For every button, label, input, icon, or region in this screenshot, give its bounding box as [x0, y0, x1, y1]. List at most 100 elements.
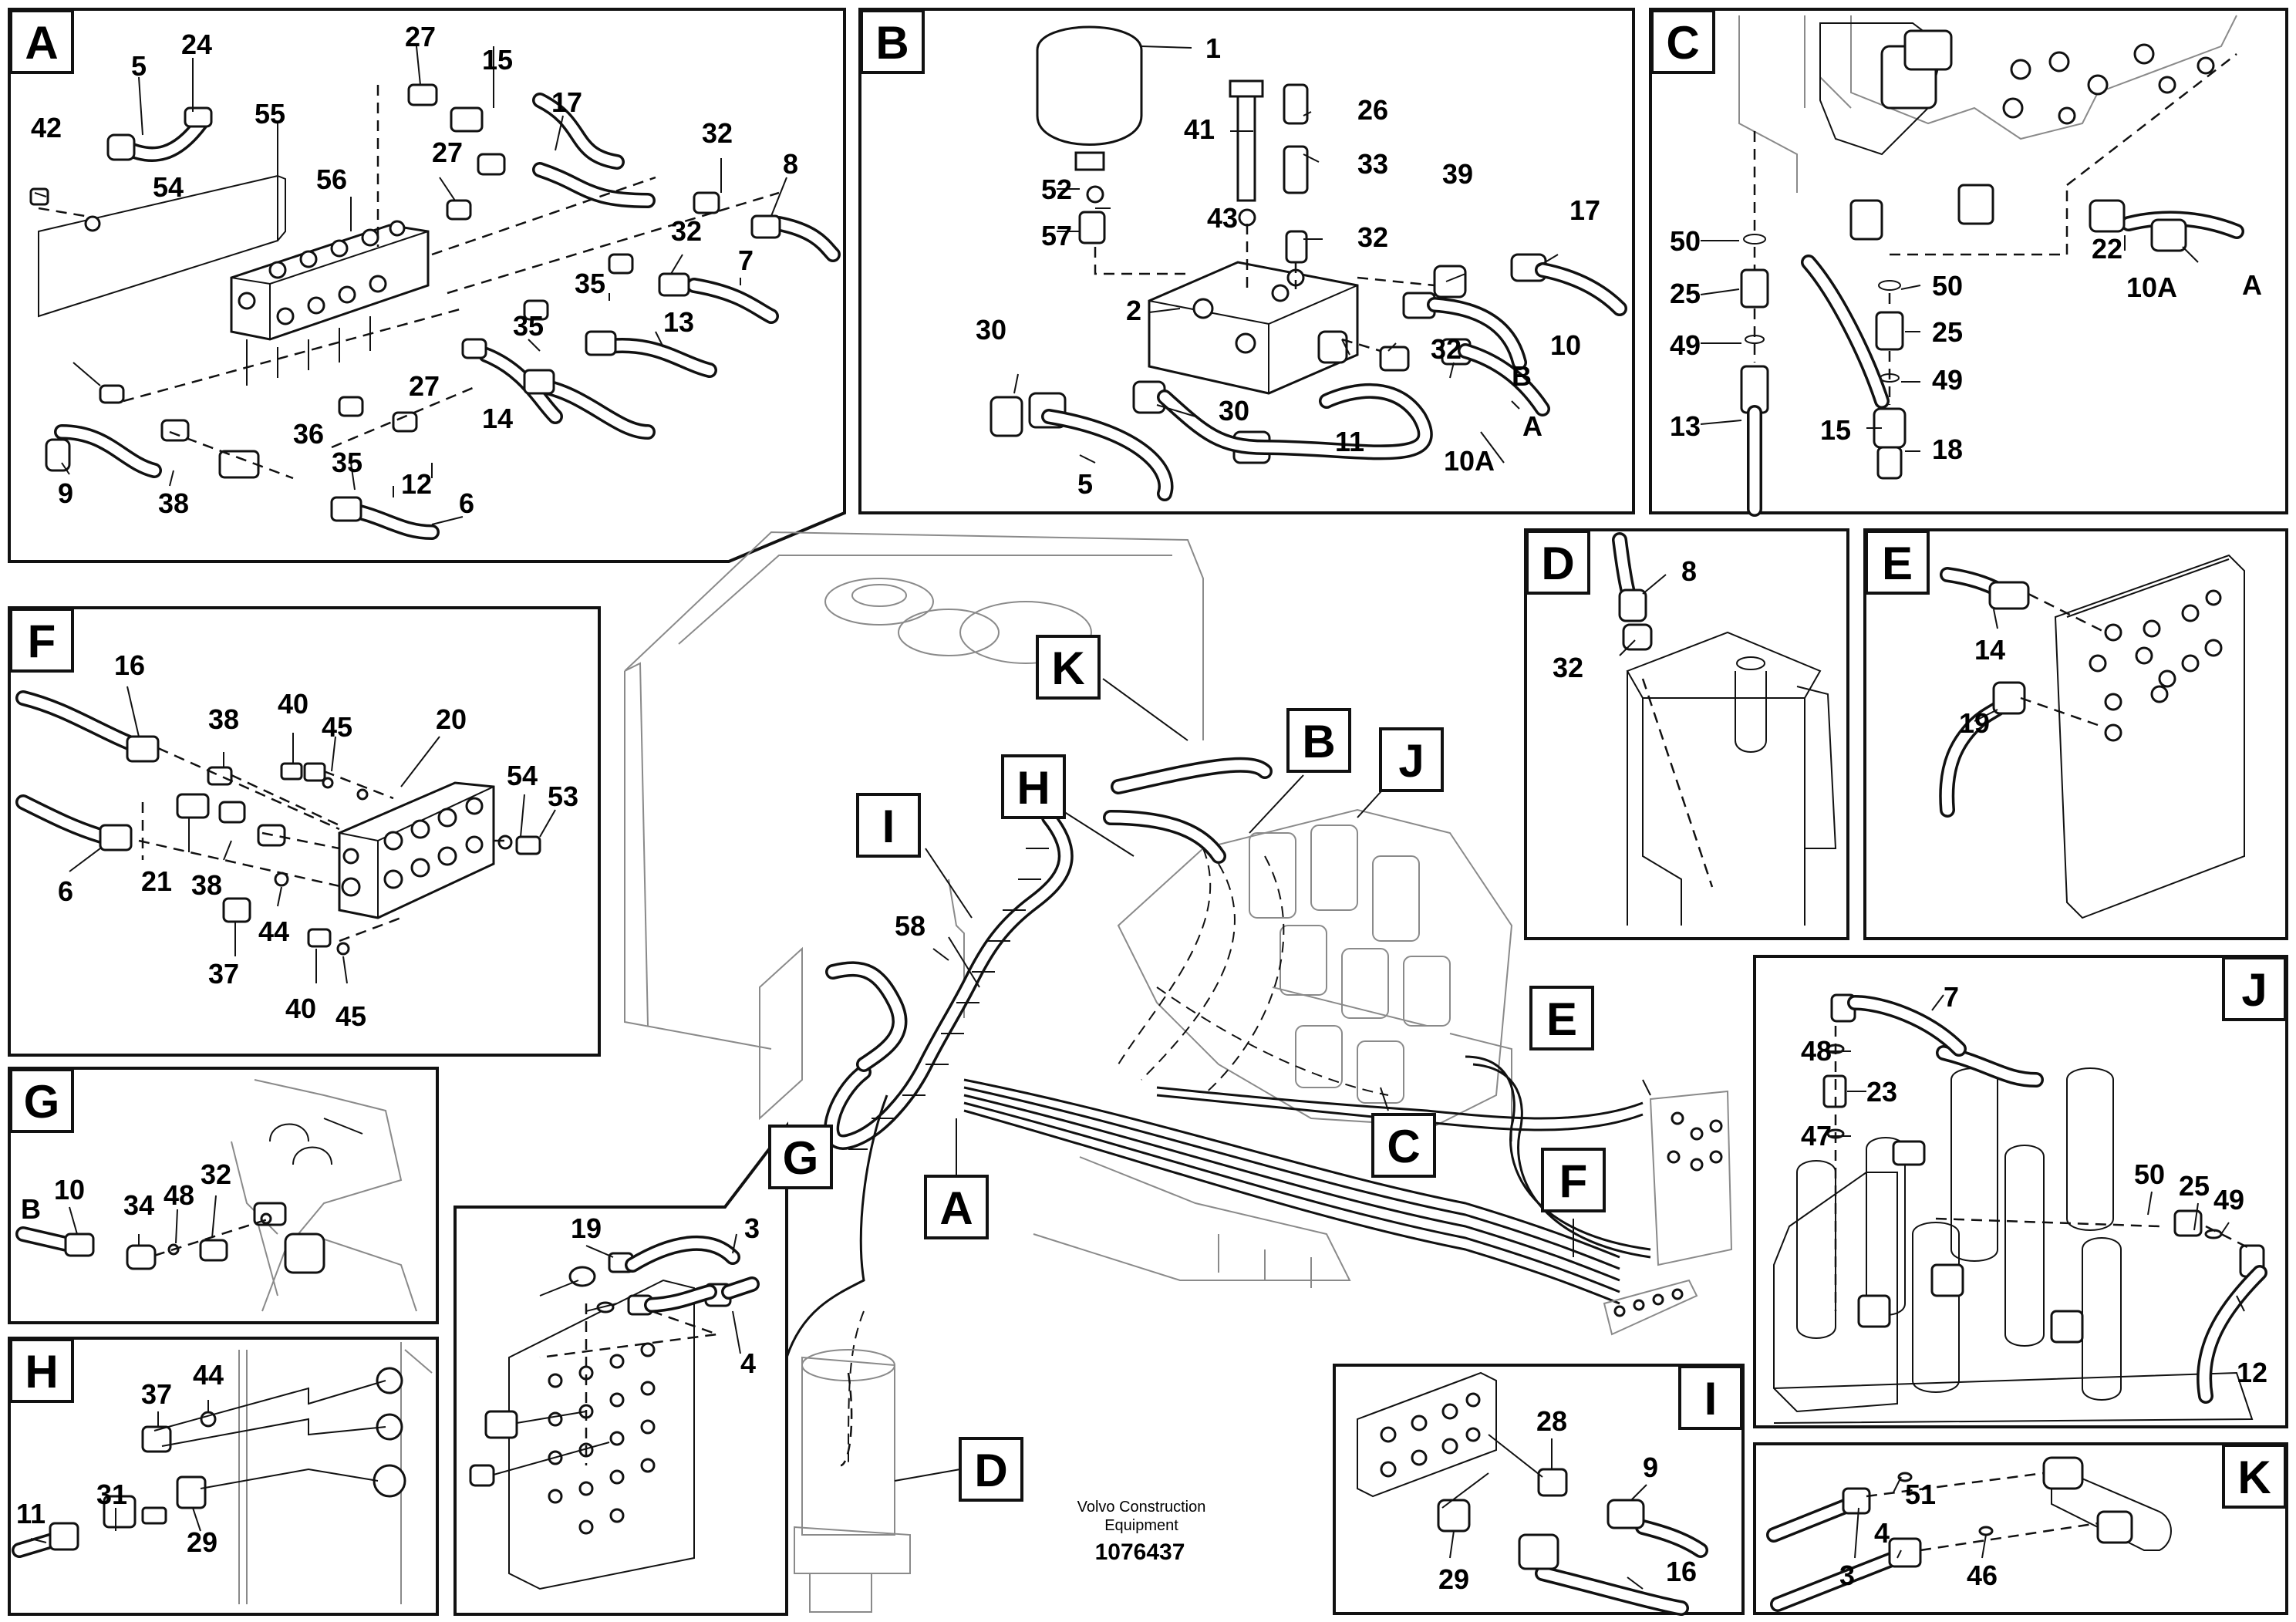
- part-label: 32: [1553, 652, 1583, 683]
- callout-a: A: [924, 1175, 989, 1239]
- document-number: 1076437: [1095, 1539, 1185, 1565]
- view-label-g: G: [24, 1076, 60, 1128]
- part-label: 26: [1357, 94, 1388, 126]
- svg-text:H: H: [1017, 762, 1050, 814]
- detail-view-j: J 7 48 23 47 50 25 49 12: [1753, 955, 2288, 1428]
- part-label: 32: [671, 215, 702, 247]
- callout-d: D: [959, 1437, 1023, 1502]
- view-label-i: I: [1704, 1373, 1718, 1425]
- part-label: 17: [551, 86, 582, 118]
- part-label: 8: [783, 148, 798, 180]
- view-label-c: C: [1666, 17, 1699, 69]
- part-label: 5: [1077, 468, 1093, 500]
- brand-caption-line2: Equipment: [1104, 1517, 1178, 1534]
- part-label: 39: [1442, 158, 1473, 190]
- part-label: 7: [738, 244, 754, 276]
- part-label: 28: [1536, 1405, 1567, 1437]
- part-label: 9: [1643, 1452, 1658, 1483]
- part-label: 57: [1041, 220, 1072, 251]
- part-label: 55: [255, 98, 285, 130]
- part-label: 25: [2179, 1170, 2210, 1202]
- part-label: 32: [702, 117, 733, 149]
- part-label: 29: [187, 1526, 217, 1558]
- part-label: 43: [1207, 202, 1238, 234]
- part-label: 40: [285, 993, 316, 1024]
- part-label: 15: [1820, 414, 1851, 446]
- part-label: 18: [1932, 433, 1963, 465]
- view-label-f: F: [28, 615, 56, 667]
- port-label: B: [21, 1193, 41, 1225]
- part-label: 44: [258, 916, 289, 947]
- svg-text:F: F: [1559, 1155, 1588, 1207]
- part-label: 37: [141, 1378, 172, 1410]
- callout-g: G: [768, 1125, 833, 1189]
- part-label: 50: [1932, 270, 1963, 302]
- part-label: 14: [1974, 634, 2005, 666]
- part-label: 54: [153, 171, 184, 203]
- part-label: 10A: [2126, 271, 2177, 303]
- callout-i: I: [856, 793, 921, 858]
- view-label-e: E: [1882, 538, 1913, 589]
- part-label: 47: [1801, 1120, 1832, 1152]
- part-label: 49: [1670, 329, 1701, 361]
- part-label: 44: [193, 1359, 224, 1391]
- callout-k: K: [1036, 635, 1101, 700]
- svg-text:D: D: [974, 1445, 1007, 1496]
- part-label: 7: [1944, 981, 1959, 1013]
- part-label: 56: [316, 164, 347, 195]
- part-label: 35: [332, 447, 362, 478]
- part-label: 6: [459, 487, 474, 519]
- part-label: 45: [322, 711, 352, 743]
- part-label: 32: [201, 1158, 231, 1190]
- part-label: 38: [158, 487, 189, 519]
- part-label: 30: [1219, 395, 1249, 427]
- callout-e: E: [1529, 986, 1594, 1050]
- part-label: 27: [409, 370, 440, 402]
- detail-view-e: E 14 19: [1863, 528, 2288, 940]
- part-label: 4: [740, 1347, 756, 1379]
- part-label: 31: [96, 1479, 127, 1510]
- part-label: 38: [208, 703, 239, 735]
- part-label: 40: [278, 688, 308, 720]
- detail-view-i: I 28 9 29 16: [1333, 1364, 1745, 1616]
- svg-text:C: C: [1387, 1121, 1420, 1172]
- detail-view-h: H 37 44 11 31 29: [8, 1337, 439, 1616]
- part-label: 35: [575, 268, 605, 299]
- part-label: 46: [1967, 1560, 1998, 1591]
- part-label: 49: [1932, 364, 1963, 396]
- part-label: 23: [1866, 1076, 1897, 1108]
- part-label: 52: [1041, 174, 1072, 205]
- part-label: 35: [513, 310, 544, 342]
- callout-c: C: [1371, 1113, 1436, 1178]
- callout-f: F: [1541, 1148, 1606, 1212]
- part-label: 9: [58, 477, 73, 509]
- part-label: 24: [181, 29, 212, 60]
- part-label: 50: [2134, 1158, 2165, 1190]
- svg-text:G: G: [783, 1132, 819, 1184]
- brand-caption-line1: Volvo Construction: [1077, 1499, 1206, 1516]
- part-label: 32: [1357, 221, 1388, 253]
- part-label: 6: [58, 875, 73, 907]
- svg-text:K: K: [1051, 642, 1084, 694]
- part-label: 8: [1681, 555, 1697, 587]
- part-label: 10: [1550, 329, 1581, 361]
- part-label: 22: [2092, 233, 2122, 265]
- callout-j: J: [1379, 727, 1444, 792]
- view-label-a: A: [25, 17, 58, 69]
- part-label: 27: [432, 137, 463, 168]
- svg-text:B: B: [1302, 716, 1335, 767]
- detail-view-a: A 42 5 24 54 55: [8, 8, 846, 563]
- part-label: 19: [1959, 707, 1990, 739]
- view-label-k: K: [2237, 1452, 2271, 1503]
- part-label: 19: [571, 1212, 602, 1244]
- part-label: 10: [54, 1174, 85, 1206]
- port-label: B: [1512, 360, 1532, 392]
- part-label: 51: [1905, 1479, 1936, 1510]
- document-caption: Volvo Construction Equipment 1076437: [1077, 1499, 1206, 1565]
- view-label-h: H: [25, 1346, 58, 1398]
- part-label: 16: [1666, 1556, 1697, 1587]
- part-label: 48: [1801, 1035, 1832, 1067]
- part-label: 48: [164, 1179, 194, 1211]
- part-label: 13: [663, 306, 694, 338]
